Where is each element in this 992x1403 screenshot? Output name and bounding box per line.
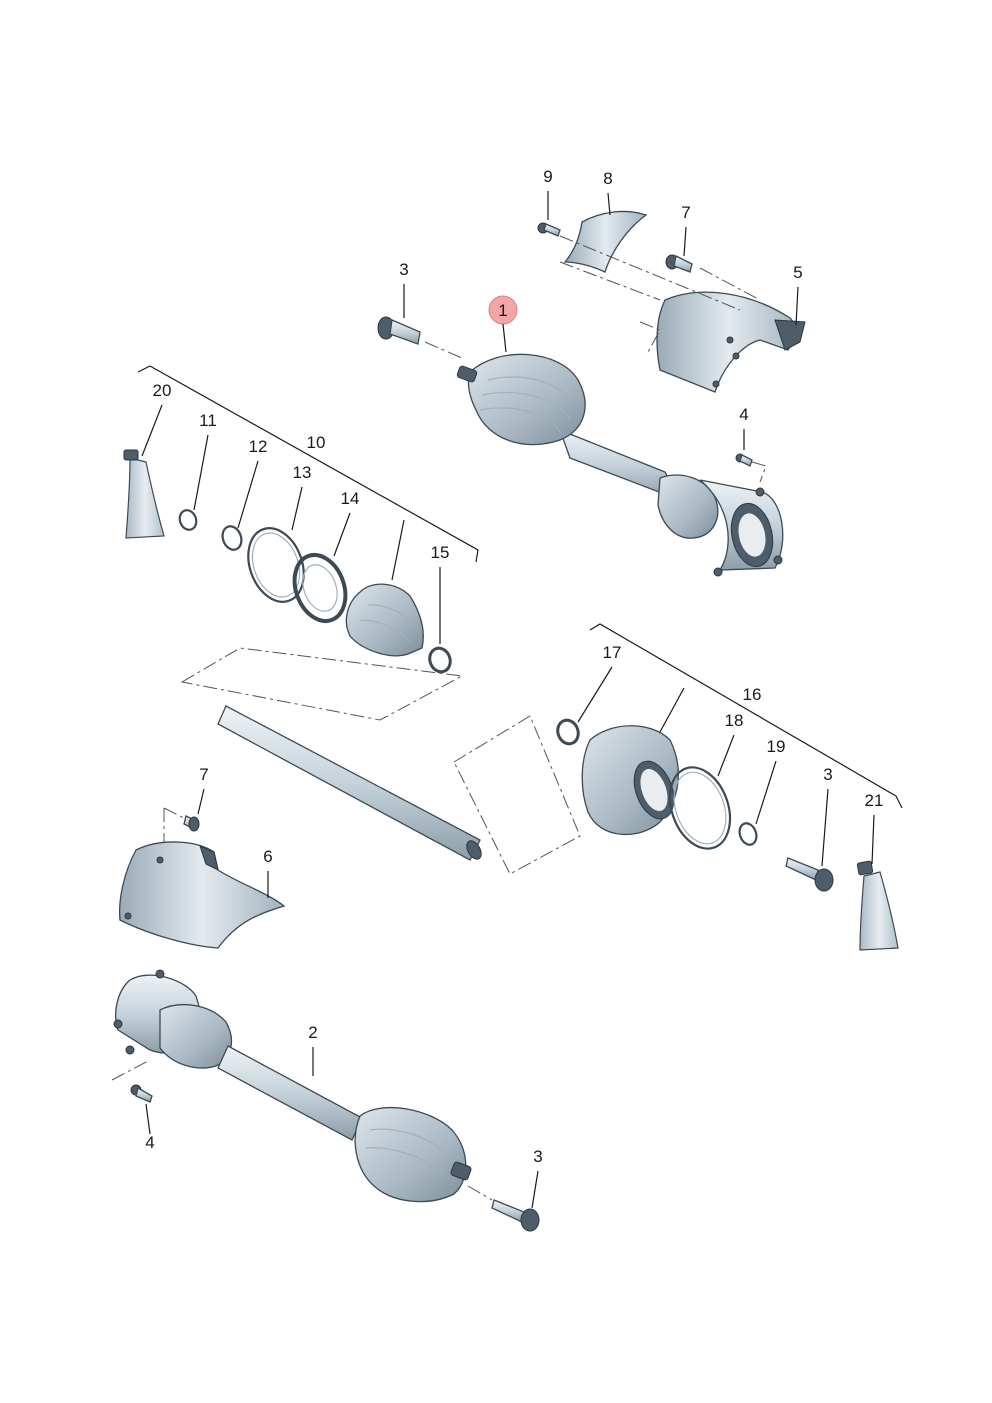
callout-2[interactable]: 2	[308, 1023, 317, 1042]
callout-4-upper[interactable]: 4	[739, 405, 748, 424]
callout-3-upper[interactable]: 3	[399, 260, 408, 279]
shaft-centre[interactable]	[217, 705, 484, 862]
bolt-lower[interactable]	[491, 1199, 540, 1232]
callout-18[interactable]: 18	[725, 711, 744, 730]
bolt-7-upper[interactable]	[665, 254, 693, 273]
grease-tube-21[interactable]	[856, 860, 899, 951]
callout-4-lower[interactable]: 4	[145, 1133, 154, 1152]
callout-7-upper[interactable]: 7	[681, 203, 690, 222]
callout-3-right[interactable]: 3	[823, 765, 832, 784]
callout-21[interactable]: 21	[865, 791, 884, 810]
boot-outer[interactable]	[581, 725, 681, 835]
callout-9[interactable]: 9	[543, 167, 552, 186]
screw-9[interactable]	[537, 222, 561, 237]
ring-14[interactable]	[286, 548, 354, 628]
callout-17[interactable]: 17	[603, 643, 622, 662]
callout-13[interactable]: 13	[293, 463, 312, 482]
callout-15[interactable]: 15	[431, 543, 450, 562]
boot-inner[interactable]	[345, 583, 424, 657]
circlip-19[interactable]	[737, 821, 760, 847]
callout-3-lower[interactable]: 3	[533, 1147, 542, 1166]
bolt-upper[interactable]	[377, 316, 421, 345]
callout-1[interactable]: 1	[498, 301, 507, 320]
callout-16[interactable]: 16	[743, 685, 762, 704]
screw-4-lower[interactable]	[130, 1084, 153, 1103]
clamp-17[interactable]	[554, 717, 581, 746]
callout-10[interactable]: 10	[307, 433, 326, 452]
clamp-15[interactable]	[426, 645, 453, 674]
heat-shield-small[interactable]	[563, 210, 648, 273]
bolt-7-lower[interactable]	[183, 815, 200, 832]
grease-tube-20[interactable]	[123, 449, 165, 539]
heat-shield-upper[interactable]	[656, 291, 806, 393]
callout-5[interactable]: 5	[793, 263, 802, 282]
callout-12[interactable]: 12	[249, 437, 268, 456]
callout-14[interactable]: 14	[341, 489, 360, 508]
callout-8[interactable]: 8	[603, 169, 612, 188]
callout-7-lower[interactable]: 7	[199, 765, 208, 784]
heat-shield-lower[interactable]	[118, 841, 286, 949]
callout-19[interactable]: 19	[767, 737, 786, 756]
callout-6[interactable]: 6	[263, 847, 272, 866]
callout-11[interactable]: 11	[199, 411, 217, 430]
callout-20[interactable]: 20	[153, 381, 172, 400]
clamp-13[interactable]	[239, 520, 314, 609]
drive-shaft-lower[interactable]	[113, 969, 472, 1203]
drive-shaft-upper[interactable]	[456, 353, 784, 577]
screw-4-upper[interactable]	[735, 453, 753, 467]
circlip-11[interactable]	[177, 508, 199, 532]
clamp-18[interactable]	[659, 759, 740, 857]
ring-12[interactable]	[219, 524, 244, 553]
bolt-right[interactable]	[785, 857, 834, 892]
